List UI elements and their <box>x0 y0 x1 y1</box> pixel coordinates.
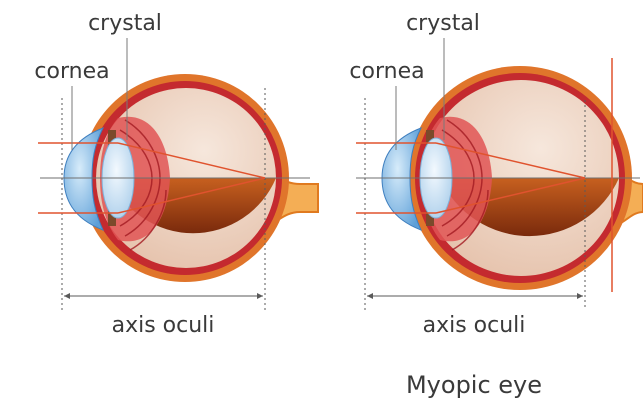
axis-label: axis oculi <box>112 313 215 338</box>
axis-arrow-left <box>64 293 70 299</box>
cornea-label: cornea <box>34 59 109 84</box>
axis-arrow-right <box>577 293 583 299</box>
lens-label: crystal <box>406 11 480 36</box>
cornea-label: cornea <box>349 59 424 84</box>
axis-label: axis oculi <box>423 313 526 338</box>
normal-eye-diagram: crystal cornea axis oculi <box>34 11 318 338</box>
lens-label: crystal <box>88 11 162 36</box>
axis-arrow-left <box>367 293 373 299</box>
diagram-caption: Myopic eye <box>406 371 542 399</box>
axis-arrow-right <box>257 293 263 299</box>
myopic-eye-diagram: crystal cornea axis oculi Myopic eye <box>349 11 643 399</box>
